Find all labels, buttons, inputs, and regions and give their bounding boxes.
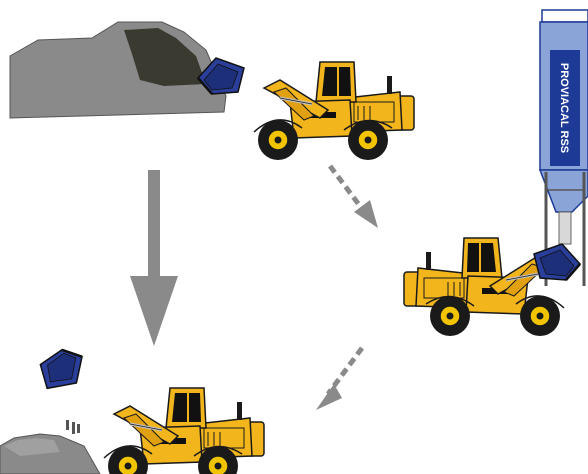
silo-loader [404, 238, 580, 336]
bucket-icon [34, 343, 92, 397]
treated-material-pile [0, 420, 100, 474]
material-stockpile [10, 22, 226, 118]
silo-label: PROVIACAL RSS [558, 63, 570, 153]
bucket-icon [534, 244, 580, 280]
arrow-stockpile-to-dump [130, 170, 178, 346]
silo: PROVIACAL RSS [540, 10, 588, 286]
stockpile-loader [198, 58, 414, 160]
arrow-silo-to-dump [316, 348, 362, 410]
arrow-stockpile-to-silo [330, 166, 378, 228]
